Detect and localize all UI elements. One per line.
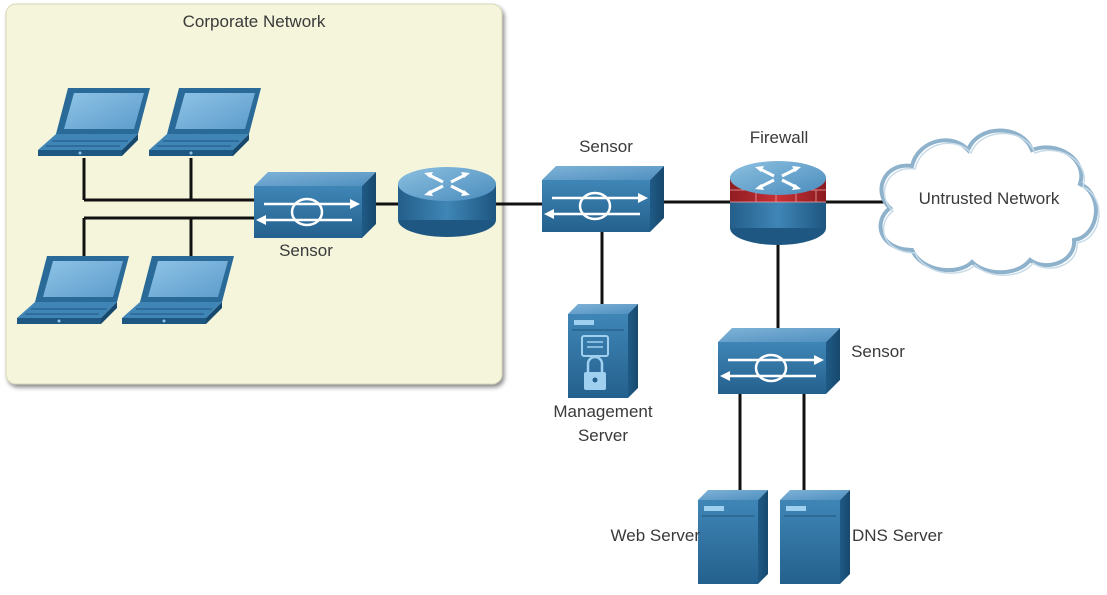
sensor-corporate-label: Sensor (279, 241, 333, 260)
router-icon (398, 167, 496, 237)
management-server-label-line1: Management (553, 402, 653, 421)
management-server-icon (567, 303, 639, 399)
dns-server-icon (779, 489, 851, 585)
firewall-icon (730, 161, 826, 245)
sensor-switch-icon (540, 164, 666, 234)
sensor-switch-icon (252, 170, 378, 240)
corporate-network-label: Corporate Network (182, 12, 326, 31)
sensor-mid-label: Sensor (579, 137, 633, 156)
sensor-dmz-label: Sensor (851, 342, 905, 361)
sensor-switch-icon (716, 326, 842, 396)
management-server-label-line2: Server (577, 426, 629, 445)
network-links (82, 158, 884, 494)
cloud-label: Untrusted Network (918, 189, 1060, 208)
firewall-label: Firewall (749, 128, 809, 147)
dns-server-label: DNS Server (852, 526, 943, 545)
web-server-label: Web Server (610, 526, 700, 545)
web-server-icon (697, 489, 769, 585)
untrusted-network-cloud (878, 128, 1100, 276)
